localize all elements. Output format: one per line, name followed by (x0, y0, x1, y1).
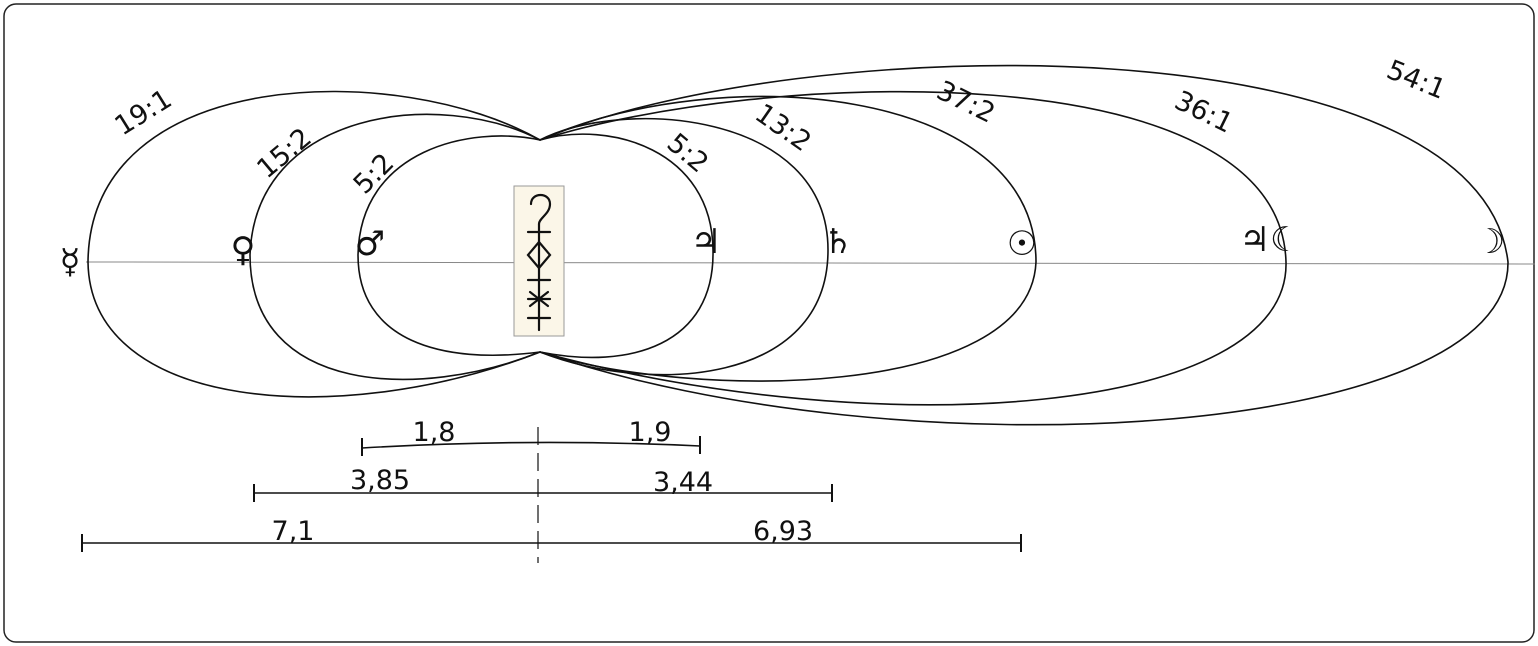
scale-bar-inner (361, 441, 701, 449)
distance-label-middle-left: 3,85 (350, 465, 410, 496)
ratio-moon: 54:1 (1382, 54, 1450, 105)
ratio-mars: 5:2 (348, 148, 401, 201)
scale-bars: 1,8 1,9 3,85 3,44 7,1 6,93 (81, 417, 1022, 563)
ratio-jupiter-moon: 36:1 (1170, 85, 1238, 139)
moon-icon: ☽ (1475, 222, 1505, 262)
central-emblem (513, 185, 565, 337)
jupiter-icon: ♃ (691, 222, 721, 262)
venus-icon: ♀ (231, 230, 256, 270)
distance-label-outer-right: 6,93 (753, 516, 813, 547)
frame-border (3, 3, 1535, 643)
distance-label-middle-right: 3,44 (653, 467, 713, 498)
orbit-curve-jupiter-moon (539, 90, 1287, 406)
ratio-jupiter: 5:2 (661, 128, 714, 180)
mars-icon: ♂ (355, 224, 385, 264)
ratio-sun: 37:2 (932, 75, 1000, 129)
mercury-icon: ☿ (60, 242, 81, 282)
orbit-curve-moon (539, 64, 1509, 426)
alchemical-emblem-icon (526, 193, 552, 332)
horizontal-axis (85, 261, 1536, 265)
distance-label-inner-right: 1,9 (629, 417, 672, 448)
jupiter-moon-icon: ♃☾ (1240, 220, 1301, 260)
saturn-icon: ♄ (823, 222, 853, 262)
distance-label-outer-left: 7,1 (272, 516, 315, 547)
ratio-venus: 15:2 (251, 122, 317, 185)
ratio-saturn: 13:2 (749, 98, 816, 158)
distance-label-inner-left: 1,8 (413, 417, 456, 448)
sun-icon: ☉ (1007, 224, 1037, 264)
ratio-mercury: 19:1 (110, 84, 178, 142)
